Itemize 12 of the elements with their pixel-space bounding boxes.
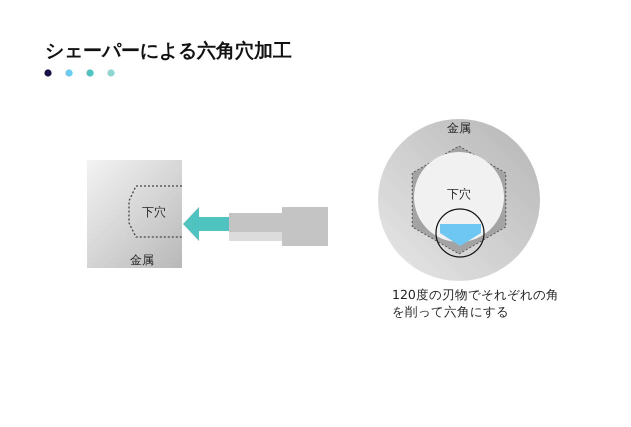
- metal-disc: [378, 119, 540, 281]
- title: シェーパーによる六角穴加工: [45, 39, 292, 64]
- pilot-hole-outline: [126, 185, 182, 238]
- metal-block: [87, 160, 182, 268]
- hole-label: 下穴: [142, 206, 166, 218]
- cutting-tool-drawing: [229, 207, 328, 246]
- arrow: [183, 207, 229, 241]
- pilot-hole-circle: [414, 152, 504, 242]
- material-label: 金属: [130, 254, 154, 266]
- note: 120度の刃物でそれぞれの角を削って六角にする: [392, 286, 560, 320]
- material-label: 金属: [447, 122, 471, 134]
- hole-label: 下穴: [447, 188, 471, 200]
